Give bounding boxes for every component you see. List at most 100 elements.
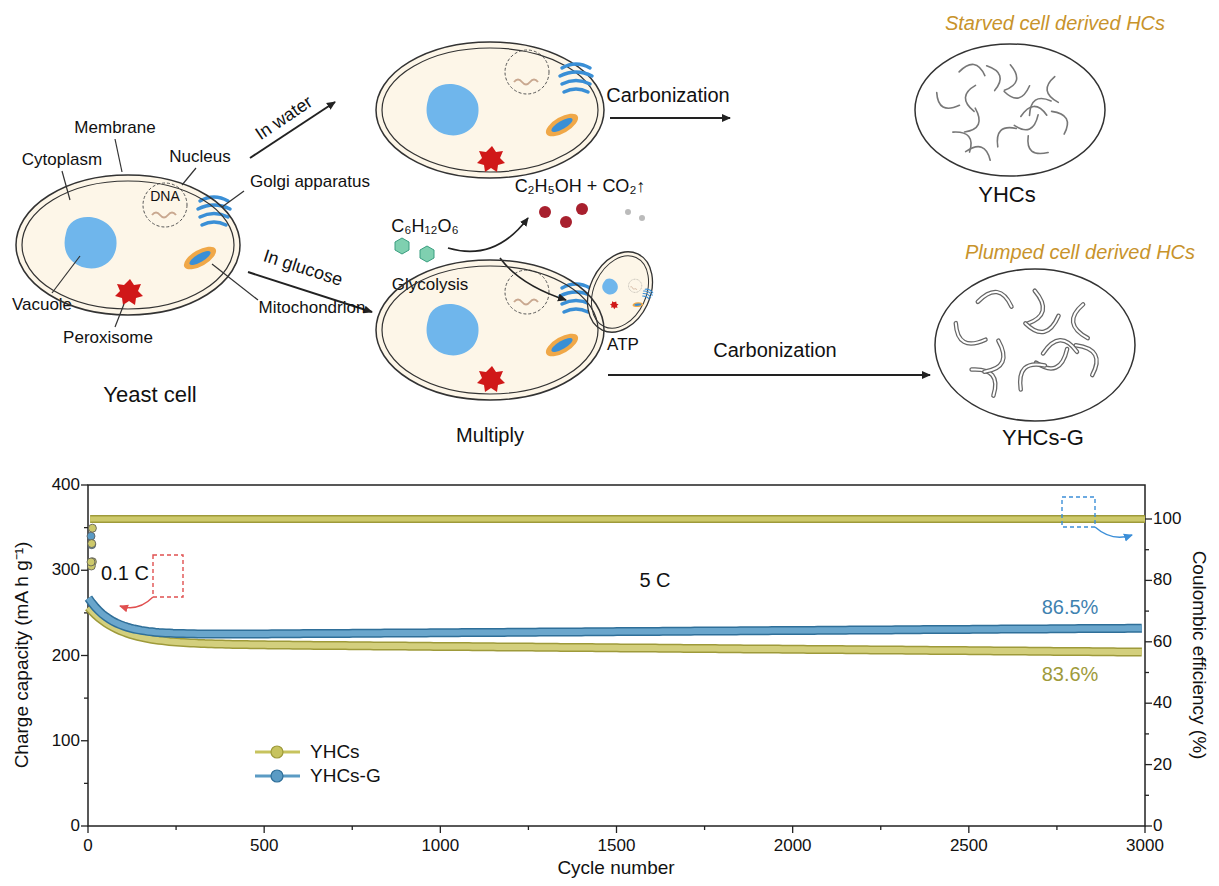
label: Mitochondrion [259, 298, 366, 318]
node-title: Yeast cell [103, 382, 196, 407]
label: 86.5% [1042, 596, 1099, 619]
carbon-sheet [966, 142, 994, 161]
node-heading: Starved cell derived HCs [945, 12, 1165, 35]
carbon-sheet [1024, 93, 1051, 115]
carbon-shell [1035, 349, 1071, 373]
carbon-shell [1072, 304, 1088, 339]
carbon-sheet [1014, 115, 1042, 134]
tick-label: 60 [1153, 632, 1172, 652]
node-title: Multiply [456, 424, 524, 447]
carbon-sheet [1052, 107, 1072, 135]
label: Vacuole [12, 295, 72, 315]
stroke [81, 825, 88, 826]
tick-label: 0 [71, 816, 80, 836]
stroke [1145, 610, 1149, 611]
stroke [1145, 641, 1152, 642]
stroke [175, 826, 176, 830]
stroke [1145, 764, 1152, 765]
stroke [704, 826, 705, 830]
tick-label: 100 [1153, 509, 1181, 529]
tick-label: 300 [52, 560, 80, 580]
carbon-shell [950, 322, 986, 351]
stroke [81, 655, 88, 656]
node-title: YHCs-G [1002, 425, 1084, 450]
legend-marker [271, 746, 283, 758]
cell-outline [22, 181, 234, 309]
carbon-sheet [1003, 65, 1020, 93]
ce-line [90, 517, 1145, 522]
label: C₆H₁₂O₆ [391, 216, 459, 237]
label: DNA [150, 188, 180, 204]
stroke [1145, 703, 1152, 704]
tick-label: 1000 [421, 836, 459, 856]
stroke [1145, 795, 1149, 796]
stroke [81, 484, 88, 485]
carbon-shell [1043, 340, 1077, 353]
stroke [528, 826, 529, 830]
tick-label: 1500 [598, 836, 636, 856]
stroke [84, 527, 88, 528]
label: C₂H₅OH + CO₂↑ [515, 176, 646, 197]
cell-outline [16, 175, 240, 315]
label: Cytoplasm [22, 150, 102, 170]
tick-label: 80 [1153, 571, 1172, 591]
label: 0.1 C [101, 562, 149, 585]
stroke [1145, 825, 1152, 826]
arrow-connector [608, 374, 930, 376]
node-title: YHCs [978, 182, 1035, 207]
cell-outline [376, 260, 604, 400]
stroke [81, 570, 88, 571]
data-line [88, 598, 1141, 634]
axis-title: Cycle number [557, 857, 674, 879]
plot-frame [88, 485, 1145, 826]
cell-outline [382, 266, 598, 394]
stroke [84, 783, 88, 784]
carbon-shell [1012, 357, 1046, 390]
axis-title: Coulombic efficiency (%) [1188, 551, 1210, 760]
node-outline [905, 5, 1195, 215]
label: ATP [607, 335, 639, 355]
data-point [87, 558, 95, 566]
cell-node: Multiply [372, 255, 608, 460]
carbon-shell [978, 289, 1014, 308]
tick-label: 0 [1153, 816, 1162, 836]
label: 5 C [639, 569, 670, 592]
carbon-sheet [1022, 135, 1048, 160]
carbon-shell [983, 341, 1010, 377]
cell-outline [935, 269, 1135, 421]
legend-marker [271, 770, 283, 782]
label: 83.6% [1042, 663, 1099, 686]
carbon-shell [1076, 339, 1103, 375]
stroke [1145, 549, 1149, 550]
stroke [440, 826, 441, 833]
label: Peroxisome [63, 328, 153, 348]
stroke [880, 826, 881, 830]
tick-label: 20 [1153, 755, 1172, 775]
carbon-sheet [991, 122, 1017, 147]
tick-label: 500 [250, 836, 278, 856]
stroke [1145, 580, 1152, 581]
carbon-shell [978, 289, 1014, 308]
carbon-shell [950, 322, 986, 351]
carbon-node: Plumped cell derived HCsYHCs-G [930, 238, 1200, 460]
tick-label: 3000 [1126, 836, 1164, 856]
carbon-shell [1072, 304, 1088, 339]
carbon-shell [1035, 349, 1071, 373]
edge-label: Carbonization [713, 339, 836, 362]
data-point [88, 524, 96, 532]
data-point [87, 532, 95, 540]
carbon-shell [1012, 357, 1046, 390]
legend-text: YHCs [310, 741, 360, 763]
data-point [88, 540, 96, 548]
stroke [81, 740, 88, 741]
carbon-shell [1076, 339, 1103, 375]
tick-label: 400 [52, 475, 80, 495]
highlight-box [153, 555, 183, 597]
tick-label: 100 [52, 731, 80, 751]
tick-label: 2000 [774, 836, 812, 856]
cell-node: Yeast cell [12, 170, 248, 410]
stroke [1056, 826, 1057, 830]
pointer-arrow [120, 597, 153, 608]
stroke [616, 826, 617, 833]
carbon-sheet [1004, 86, 1031, 100]
